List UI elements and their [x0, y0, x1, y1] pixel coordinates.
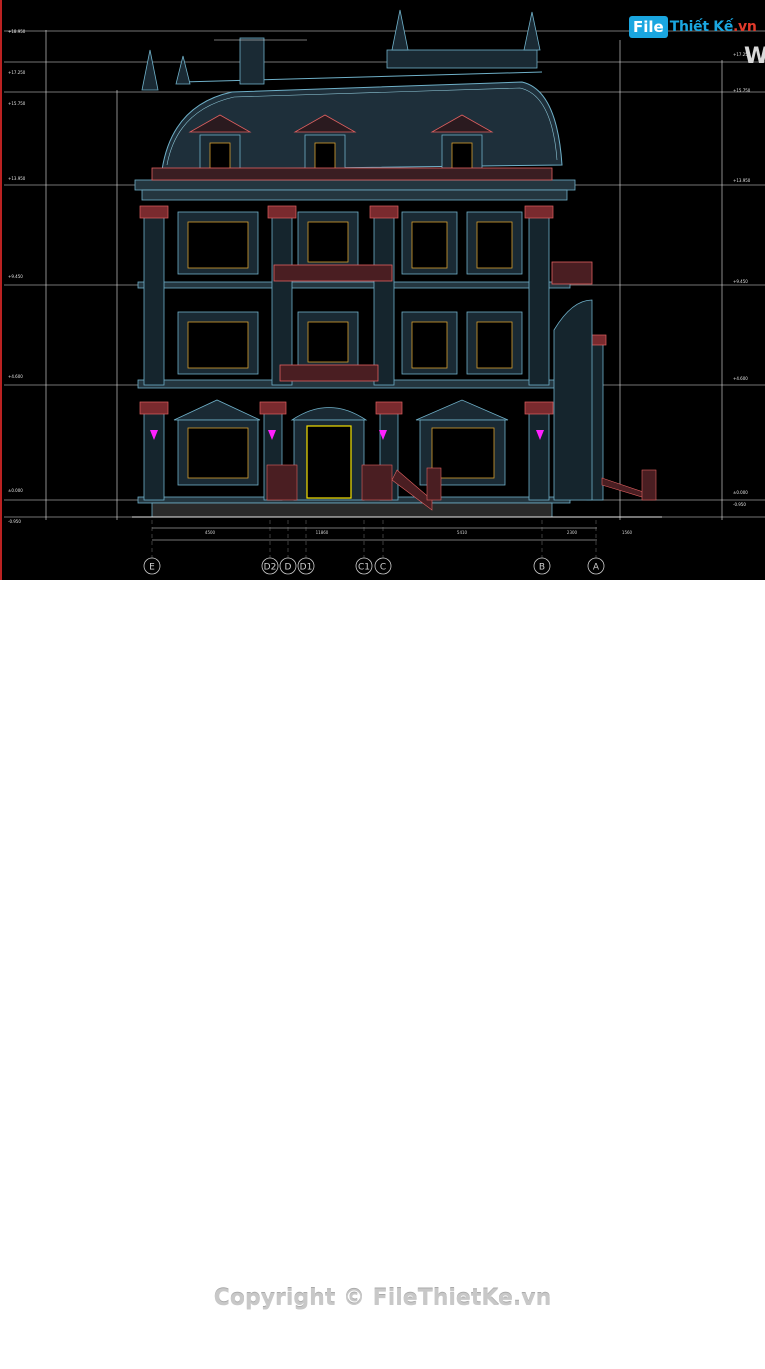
dimension-label: 2300	[567, 530, 578, 535]
level-label-right: +17.250	[733, 52, 751, 57]
grid-bubble-d2	[261, 557, 279, 575]
logo-file-part: File	[629, 16, 668, 38]
level-label-right: +4.600	[733, 376, 748, 381]
level-label-left: +13.950	[8, 176, 26, 181]
grid-bubble-d	[279, 557, 297, 575]
level-label-left: +18.950	[8, 29, 26, 34]
dimension-label: 5410	[457, 530, 468, 535]
grid-bubble-b	[533, 557, 551, 575]
grid-bubble-c	[374, 557, 392, 575]
bottom-dimensions: 4500 11860 5410 2300 1560	[205, 530, 633, 535]
level-label-right: +9.450	[733, 279, 748, 284]
level-label-left: +9.450	[8, 274, 23, 279]
level-label-left: -0.950	[8, 519, 21, 524]
side-wing-and-stairs	[266, 299, 657, 511]
level-label-left: +15.750	[8, 101, 26, 106]
level-label-right: -0.950	[733, 502, 746, 507]
level-label-left: +4.600	[8, 374, 23, 379]
cad-elevation-drawing: E D2 D D1 C1 C B A +18.950 +17.250 +15.750 +13.950…	[0, 0, 765, 580]
grid-axis-label-b: B	[539, 563, 545, 573]
facade-elevation-svg: E D2 D D1 C1 C B A +18.950 +17.250 +15.750 +13.950…	[4, 9, 765, 575]
grid-bubble-c1	[355, 557, 373, 575]
grid-axis-label-c: C	[380, 563, 386, 573]
dimension-label: 4500	[205, 530, 216, 535]
level-label-left: +17.250	[8, 70, 26, 75]
grid-axis-label-c1: C1	[358, 563, 370, 573]
level-label-right: ±0.000	[733, 490, 748, 495]
partial-watermark-letter: W	[744, 44, 765, 69]
windows-second-floor	[177, 311, 523, 382]
filethietke-logo: File Thiết Kế.vn	[629, 14, 757, 40]
copyright-watermark: Copyright © FileThietKe.vn	[213, 1286, 552, 1311]
grid-bubble-e	[143, 557, 161, 575]
grid-axis-label-e: E	[149, 563, 155, 573]
logo-text-vn: .vn	[733, 19, 757, 35]
dimension-label: 11860	[316, 530, 329, 535]
level-label-right: +15.750	[733, 88, 751, 93]
grid-axis-label-d2: D2	[264, 563, 277, 573]
ground-floor-openings	[173, 399, 509, 501]
windows-third-floor	[177, 211, 523, 275]
grid-axis-lines	[151, 520, 597, 558]
level-labels-right: +17.250 +15.750 +13.950 +9.450 +4.600 ±0.000 -…	[733, 52, 751, 507]
dimension-label: 1560	[622, 530, 633, 535]
level-labels-left: +18.950 +17.250 +15.750 +13.950 +9.450 +4.600…	[8, 29, 26, 524]
entrance-door	[306, 425, 352, 499]
grid-axis-label-d: D	[285, 563, 292, 573]
grid-axis-bubbles: E D2 D D1 C1 C B A	[143, 557, 605, 575]
grid-bubble-a	[587, 557, 605, 575]
grid-axis-label-a: A	[593, 563, 600, 573]
column-accent-markers	[150, 430, 544, 440]
logo-text-main: Thiết Kế	[669, 19, 734, 35]
balcony-upper	[273, 261, 593, 285]
level-label-right: +13.950	[733, 178, 751, 183]
level-label-left: ±0.000	[8, 488, 23, 493]
logo-text: Thiết Kế.vn	[670, 19, 757, 35]
grid-bubble-d1	[297, 557, 315, 575]
grid-axis-label-d1: D1	[300, 563, 313, 573]
